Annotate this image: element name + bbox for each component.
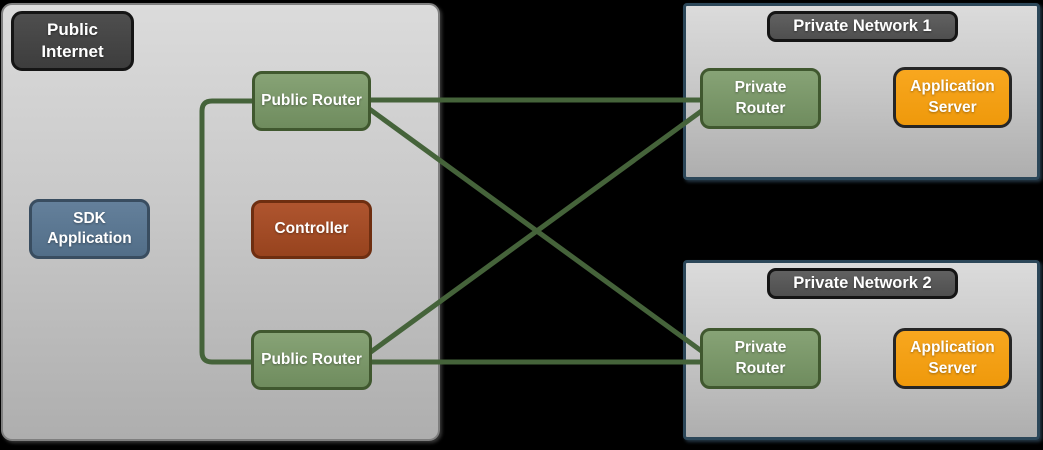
private-network-1-title: Private Network 1 <box>767 11 958 42</box>
private-network-2-title-text: Private Network 2 <box>793 274 932 292</box>
private-network-2-node-layer: Private Network 2 Private Router Applica… <box>683 260 1040 440</box>
public-internet-label: Public Internet <box>11 11 134 71</box>
private-network-1-title-text: Private Network 1 <box>793 17 932 35</box>
private-router-1-node: Private Router <box>700 68 821 129</box>
private-network-1-node-layer: Private Network 1 Private Router Applica… <box>683 3 1040 180</box>
sdk-application-node: SDK Application <box>29 199 150 259</box>
application-server-1-node: Application Server <box>893 67 1012 128</box>
public-internet-label-text: Public Internet <box>41 19 104 61</box>
public-router-bottom-label: Public Router <box>261 350 362 368</box>
public-router-top-label: Public Router <box>261 91 362 109</box>
controller-node: Controller <box>251 200 372 259</box>
private-router-2-node: Private Router <box>700 328 821 389</box>
public-router-top-node: Public Router <box>252 71 371 131</box>
controller-label: Controller <box>274 220 349 238</box>
private-network-2-title: Private Network 2 <box>767 268 958 299</box>
sdk-application-label: SDK Application <box>47 209 132 247</box>
application-server-1-label: Application Server <box>910 78 995 116</box>
private-router-1-label: Private Router <box>734 79 787 117</box>
public-router-bottom-node: Public Router <box>251 330 372 390</box>
application-server-2-node: Application Server <box>893 328 1012 389</box>
application-server-2-label: Application Server <box>910 339 995 377</box>
public-internet-node-layer: Public Internet SDK Application Controll… <box>1 3 440 441</box>
private-router-2-label: Private Router <box>734 339 787 377</box>
